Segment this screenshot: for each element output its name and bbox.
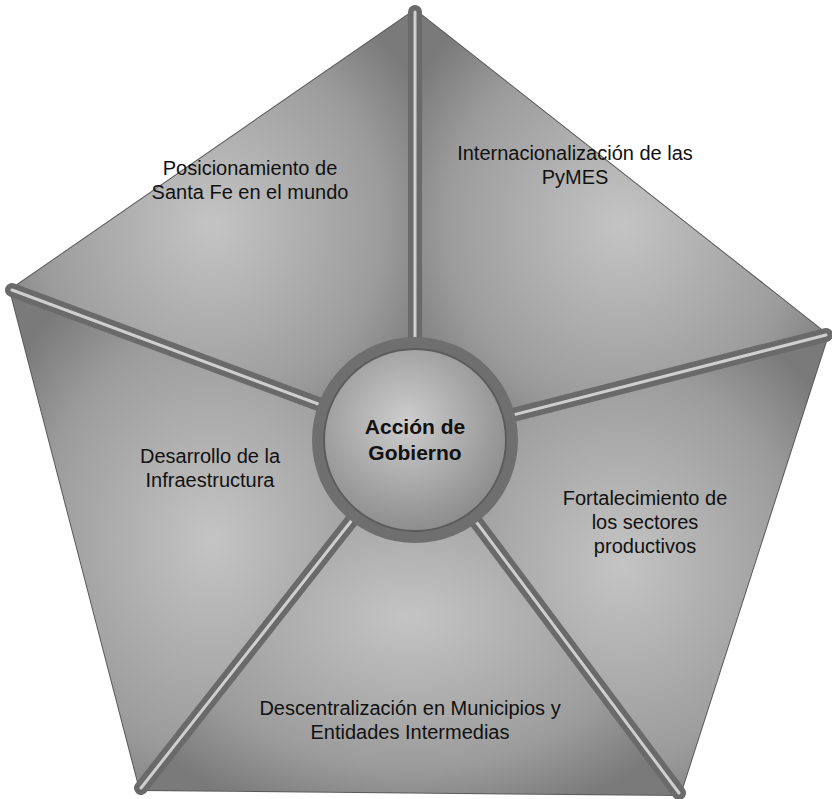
pentagon-sector: Descentralización en Municipios y Entida…: [245, 696, 575, 744]
sector-label: Desarrollo de la Infraestructura: [115, 444, 305, 492]
hub-circle-outline: [310, 335, 520, 545]
pentagon-outline: [10, 10, 828, 795]
hub-circle: Acción de Gobierno: [310, 335, 520, 545]
sector-label: Descentralización en Municipios y Entida…: [245, 696, 575, 744]
pentagon-sector: Desarrollo de la Infraestructura: [115, 444, 305, 492]
pentagon-sector: Fortalecimiento de los sectores producti…: [550, 486, 740, 558]
sector-label: Posicionamiento de Santa Fe en el mundo: [150, 156, 350, 204]
pentagon-sector: Internacionalización de las PyMES: [455, 141, 695, 189]
sector-label: Internacionalización de las PyMES: [455, 141, 695, 189]
pentagon-ridges: [12, 12, 826, 793]
hub-label: Acción de Gobierno: [355, 414, 475, 466]
sector-label: Fortalecimiento de los sectores producti…: [550, 486, 740, 558]
pentagon-sector: Posicionamiento de Santa Fe en el mundo: [150, 156, 350, 204]
